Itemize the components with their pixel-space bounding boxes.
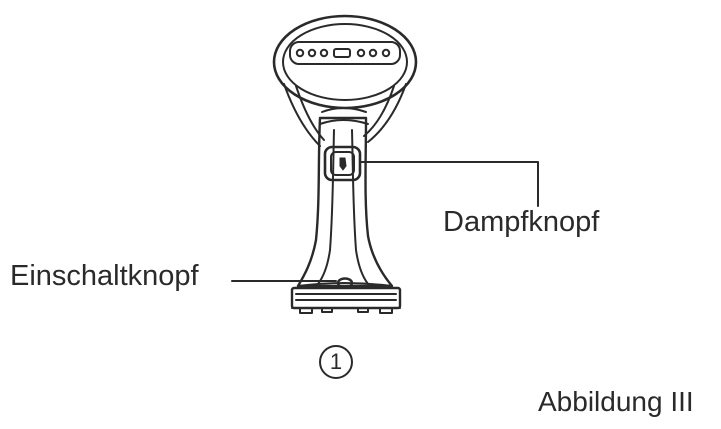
figure-number-badge: 1	[319, 345, 353, 379]
nozzle-plate	[289, 41, 401, 65]
steam-trigger	[323, 145, 362, 182]
steam-hole	[319, 48, 329, 58]
handle-front-ridge-right	[351, 129, 369, 285]
steam-hole	[368, 48, 378, 58]
power-button-label: Einschaltknopf	[10, 260, 199, 292]
base-foot	[299, 307, 313, 314]
figure-caption: Abbildung III	[538, 386, 694, 417]
steam-trigger-symbol	[339, 157, 347, 171]
steamer-base	[290, 277, 402, 314]
steam-trigger-inset	[330, 151, 355, 176]
steamer-handle	[296, 116, 394, 288]
base-foot	[357, 307, 369, 313]
base-plate	[290, 286, 402, 310]
neck-left-arm	[283, 83, 321, 147]
steam-button-label: Dampfknopf	[443, 206, 600, 238]
head-outer-shell	[272, 14, 418, 110]
steam-slot	[333, 48, 351, 58]
head-inner-rim	[282, 23, 408, 101]
neck-right-arm	[367, 83, 407, 143]
steam-trigger-housing	[323, 145, 362, 182]
base-top	[297, 282, 393, 287]
steam-hole	[356, 48, 366, 58]
neck-collar-lower	[319, 119, 369, 125]
steam-hole	[307, 48, 317, 58]
handle-front-ridge	[317, 129, 335, 285]
steam-hole	[381, 48, 391, 58]
steamer-head	[272, 14, 418, 110]
steam-button-leader-line	[360, 161, 539, 207]
neck-left-arm-inner	[295, 85, 325, 141]
handle-outline	[296, 116, 394, 288]
base-foot	[321, 307, 333, 313]
base-foot	[379, 307, 393, 314]
steamer-neck	[283, 83, 407, 147]
steam-hole	[295, 48, 305, 58]
neck-collar	[321, 107, 367, 113]
